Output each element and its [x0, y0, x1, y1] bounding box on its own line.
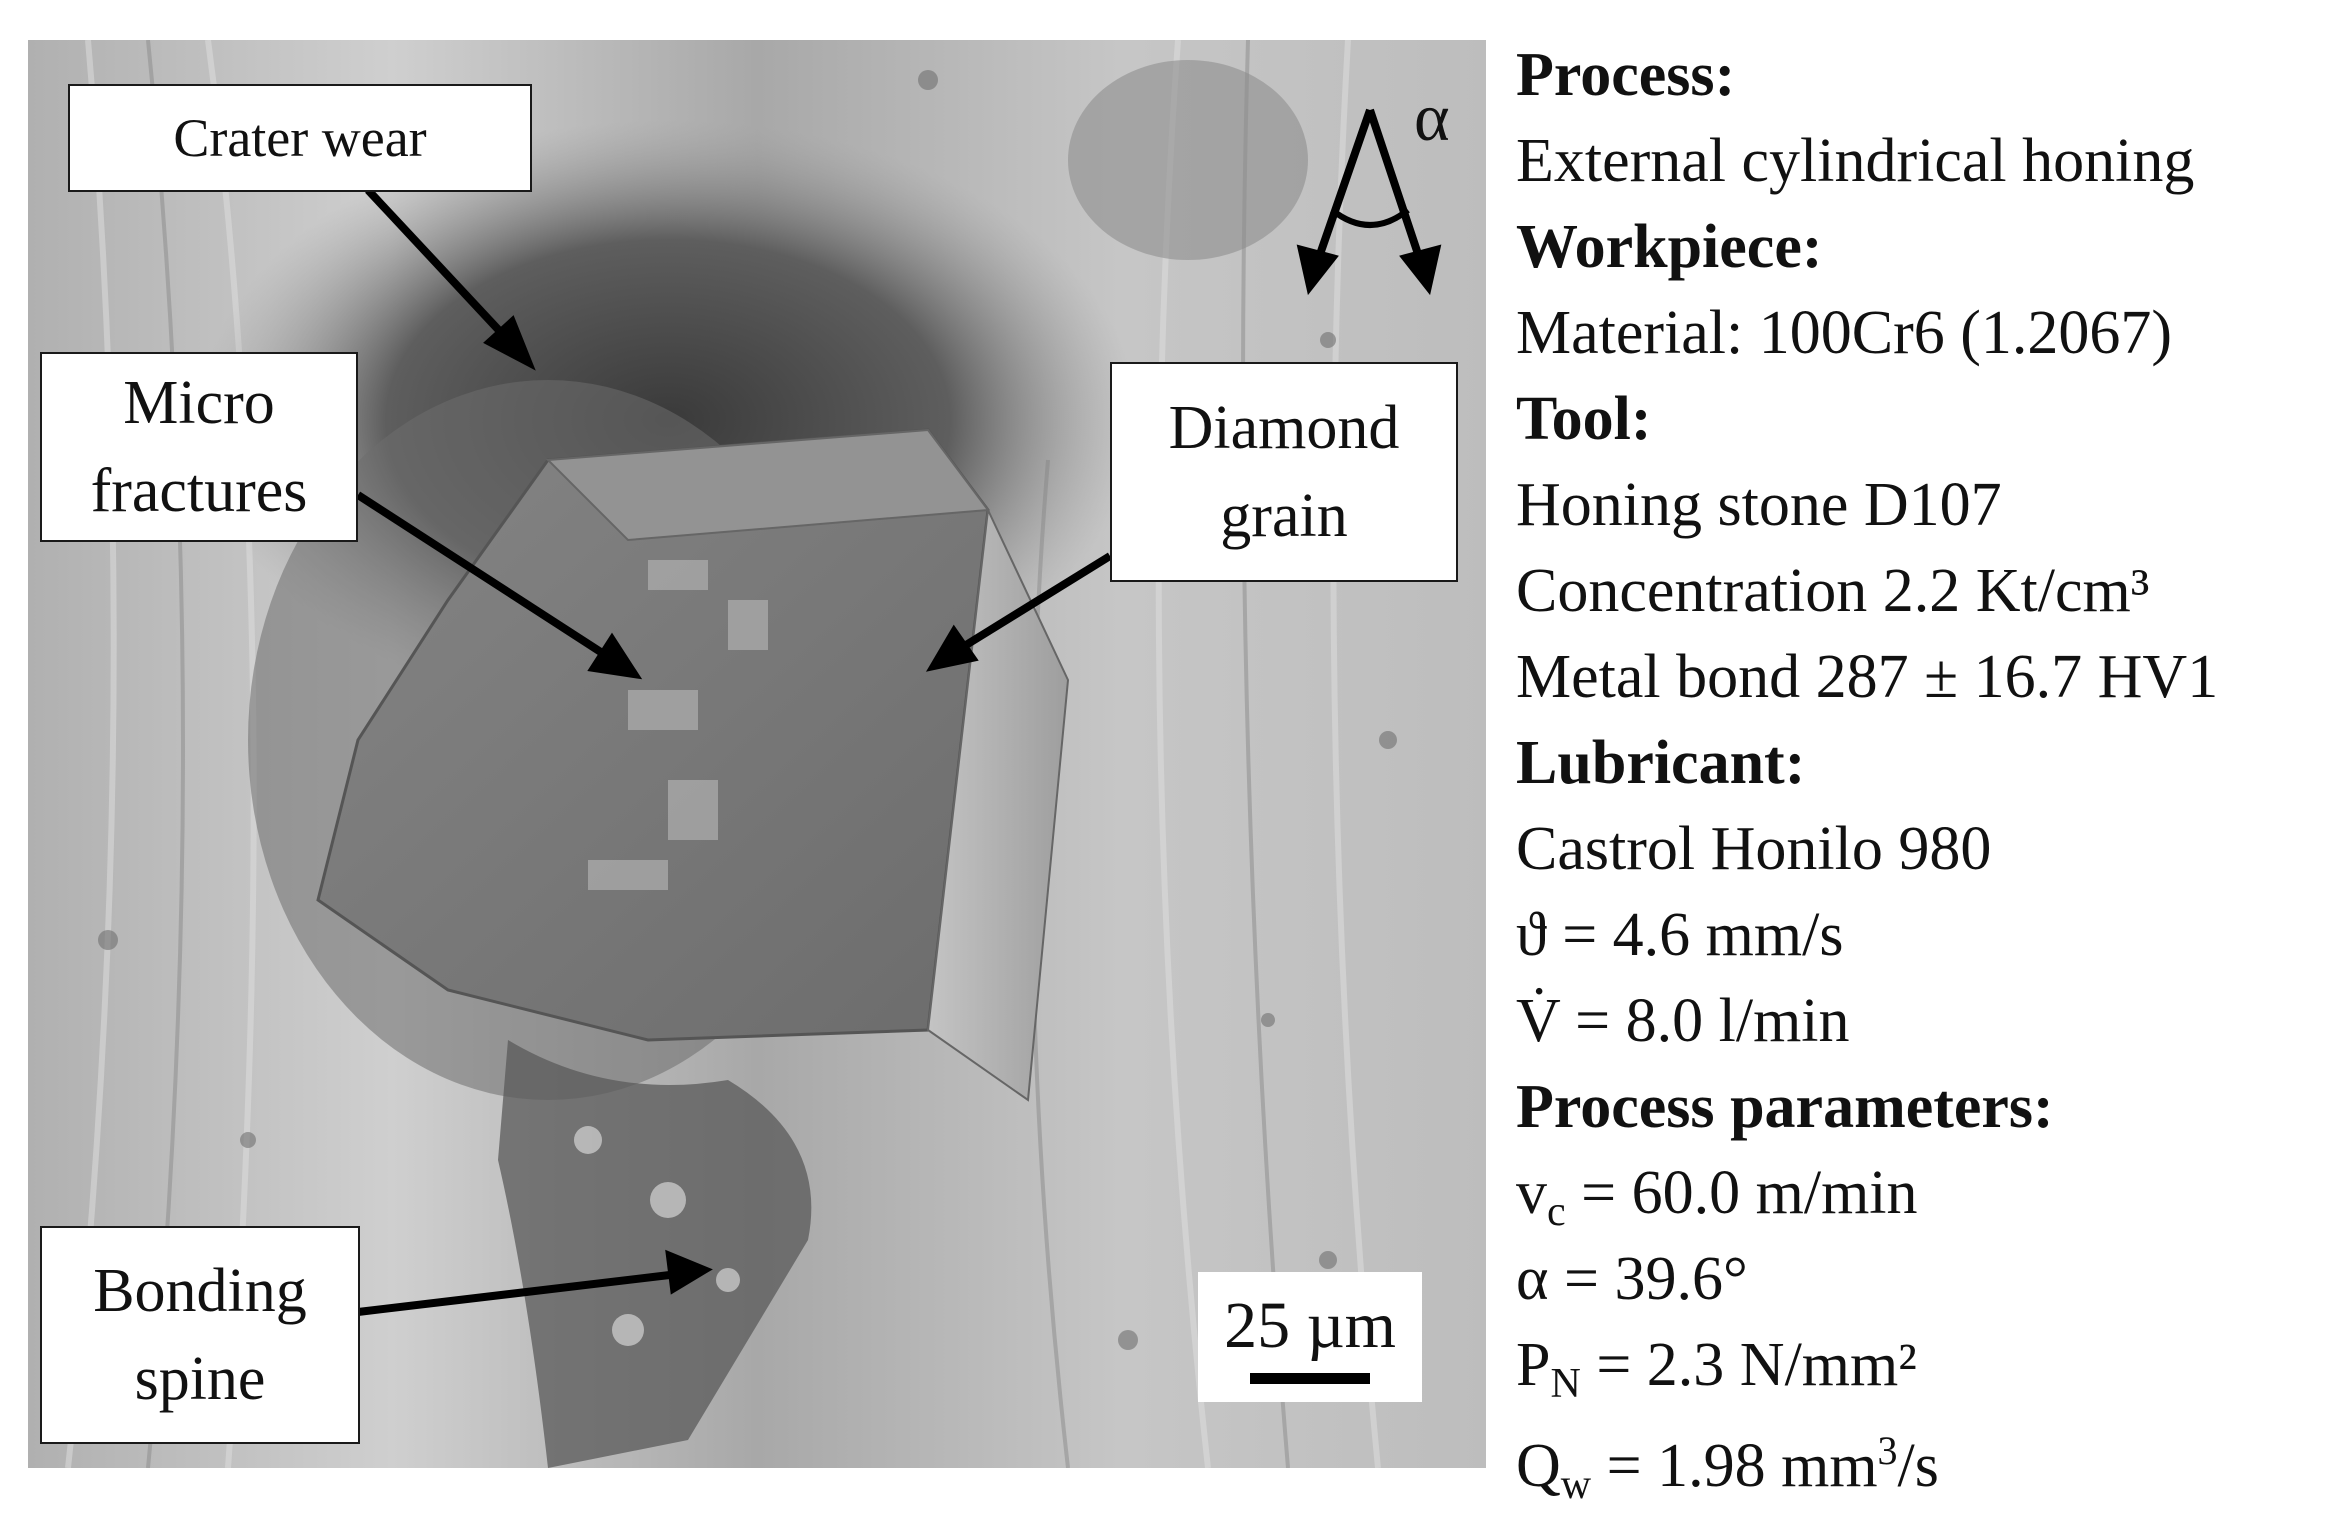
diamond-grain-line-1: Diamond: [1168, 394, 1400, 462]
micro-fractures-line-2: fractures: [90, 457, 308, 525]
bonding-spine-arrow: [357, 1270, 679, 1316]
alpha-arc: [1330, 207, 1410, 228]
removal-rate-subscript: w: [1560, 1462, 1592, 1508]
normal-pressure-subscript: N: [1550, 1361, 1581, 1407]
micro-fractures-arrow: [355, 491, 613, 662]
tool-concentration: Concentration 2.2 Kt/cm³: [1516, 557, 2150, 625]
normal-pressure-symbol: P: [1516, 1331, 1551, 1399]
normal-pressure: PN = 2.3 N/mm²: [1516, 1330, 1917, 1419]
cutting-speed: vc = 60.0 m/min: [1516, 1158, 1918, 1247]
cutting-speed-subscript: c: [1547, 1189, 1566, 1235]
micro-fractures-line-1: Micro: [123, 369, 275, 437]
removal-rate: Qw = 1.98 mm3/s: [1516, 1416, 1939, 1520]
normal-pressure-value: = 2.3 N/mm²: [1580, 1331, 1917, 1399]
removal-rate-value-a: = 1.98 mm: [1591, 1432, 1878, 1500]
cutting-speed-symbol: v: [1516, 1159, 1547, 1227]
crosshatch-angle: α = 39.6°: [1516, 1245, 1748, 1313]
process-heading: Process:: [1516, 41, 1736, 109]
alpha-arrow-left: [1314, 108, 1374, 262]
sem-image-drawing: [28, 40, 1486, 1468]
cutting-speed-value: = 60.0 m/min: [1565, 1159, 1918, 1227]
lubricant-heading: Lubricant:: [1516, 729, 1806, 797]
alpha-arrow-right: [1366, 108, 1424, 262]
removal-rate-value-b: /s: [1897, 1432, 1939, 1500]
tool-heading: Tool:: [1516, 385, 1652, 453]
tool-bond: Metal bond 287 ± 16.7 HV1: [1516, 643, 2219, 711]
workpiece-heading: Workpiece:: [1516, 213, 1823, 281]
diamond-grain-line-2: grain: [1220, 482, 1348, 550]
lubricant-flow: V̇ = 8.0 l/min: [1516, 987, 1850, 1055]
lubricant-viscosity: ϑ = 4.6 mm/s: [1516, 901, 1844, 969]
bonding-spine-line-2: spine: [134, 1345, 266, 1413]
bonding-spine-label: Bonding spine: [40, 1226, 360, 1444]
scale-bar-label: 25 µm: [1224, 1288, 1396, 1362]
alpha-angle-symbol: α: [1414, 79, 1450, 155]
annotation-arrows: [355, 108, 1442, 1316]
crater-wear-arrow: [365, 187, 511, 343]
workpiece-material: Material: 100Cr6 (1.2067): [1516, 299, 2173, 367]
process-info-panel: Process: External cylindrical honing Wor…: [1516, 40, 2348, 1508]
diamond-grain-arrow: [955, 552, 1113, 654]
crater-wear-label: Crater wear: [68, 84, 532, 192]
process-value: External cylindrical honing: [1516, 127, 2195, 195]
removal-rate-symbol: Q: [1516, 1432, 1561, 1500]
micro-fractures-label: Micro fractures: [40, 352, 358, 542]
bonding-spine-line-1: Bonding: [93, 1257, 307, 1325]
scale-bar-line: [1250, 1372, 1370, 1384]
sem-micrograph: Crater wear Micro fractures Diamond grai…: [28, 40, 1486, 1468]
removal-rate-superscript: 3: [1877, 1428, 1898, 1473]
crater-wear-text: Crater wear: [173, 108, 427, 168]
process-parameters-heading: Process parameters:: [1516, 1073, 2054, 1141]
scale-bar: 25 µm: [1198, 1272, 1422, 1402]
lubricant-name: Castrol Honilo 980: [1516, 815, 1992, 883]
diamond-grain-label: Diamond grain: [1110, 362, 1458, 582]
tool-stone: Honing stone D107: [1516, 471, 2002, 539]
